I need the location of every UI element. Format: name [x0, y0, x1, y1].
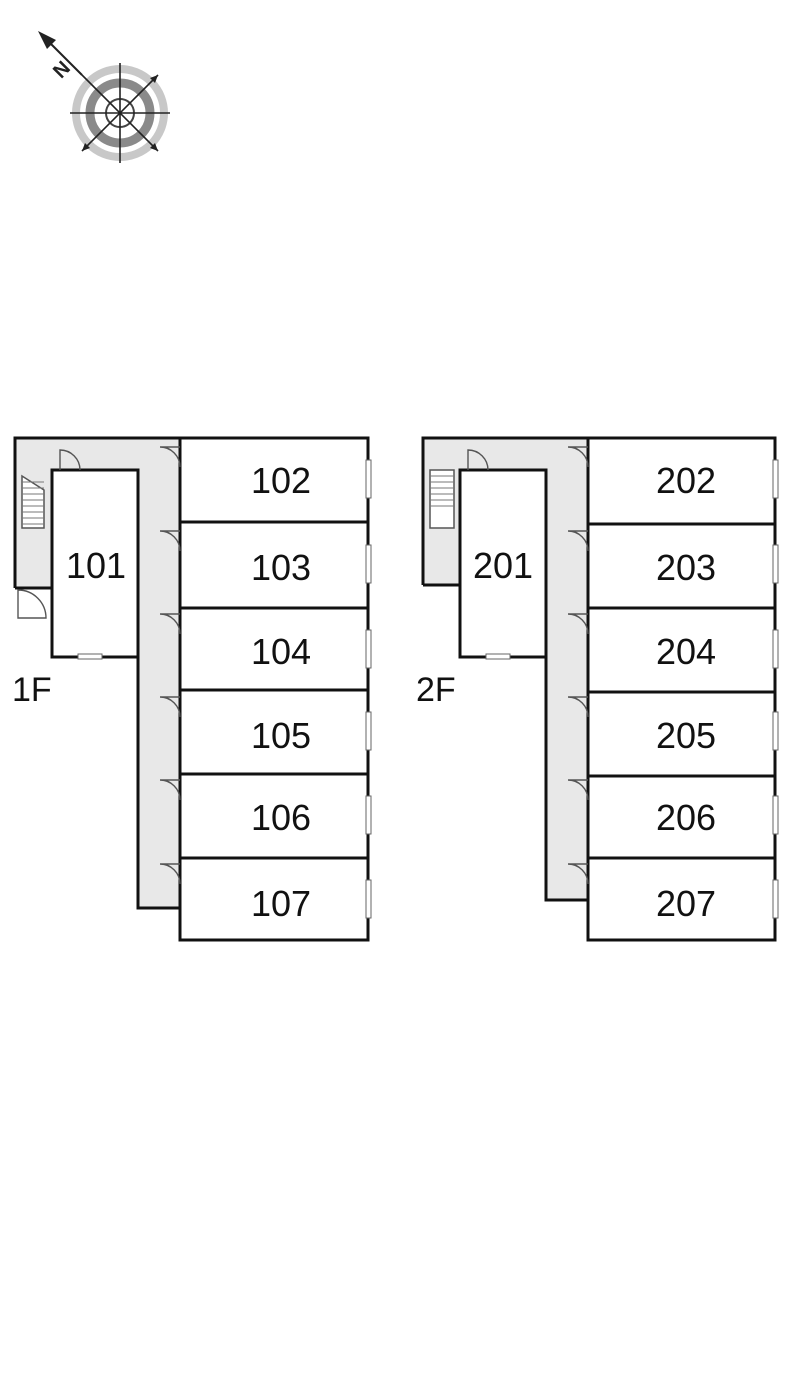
door-icon	[159, 613, 181, 635]
unit-107	[178, 856, 370, 942]
unit-label: 106	[251, 797, 311, 838]
unit-103	[178, 520, 370, 610]
north-arrow-icon	[38, 31, 56, 49]
door-icon	[567, 779, 589, 801]
unit-105	[178, 688, 370, 776]
north-letter: N	[49, 57, 75, 83]
door-icon	[567, 530, 589, 552]
window-icon	[772, 629, 779, 669]
window-icon	[365, 459, 372, 499]
floor-label: 2F	[416, 671, 456, 709]
unit-label: 203	[656, 547, 716, 588]
window-icon	[772, 711, 779, 751]
unit-label: 206	[656, 797, 716, 838]
door-icon	[567, 446, 589, 468]
unit-205	[586, 690, 777, 778]
door-icon	[159, 863, 181, 885]
floor-2f: 201 202 203 204 205 206 207 2F	[416, 436, 779, 942]
unit-label: 207	[656, 883, 716, 924]
door-icon	[159, 530, 181, 552]
window-icon	[365, 544, 372, 584]
unit-label: 205	[656, 715, 716, 756]
unit-label: 107	[251, 883, 311, 924]
window-icon	[772, 544, 779, 584]
entrance-door-icon	[17, 589, 47, 619]
window-icon	[365, 629, 372, 669]
window-icon	[365, 711, 372, 751]
unit-label: 101	[66, 545, 126, 586]
door-icon	[567, 696, 589, 718]
staircase-icon	[429, 469, 455, 529]
unit-label: 202	[656, 460, 716, 501]
unit-201	[458, 468, 548, 659]
unit-204	[586, 606, 777, 694]
unit-203	[586, 522, 777, 610]
unit-label: 103	[251, 547, 311, 588]
door-icon	[159, 446, 181, 468]
unit-102	[178, 436, 370, 524]
unit-label: 105	[251, 715, 311, 756]
unit-207	[586, 856, 777, 942]
door-icon	[159, 779, 181, 801]
window-icon	[365, 879, 372, 919]
window-icon	[772, 879, 779, 919]
window-icon	[365, 795, 372, 835]
door-icon	[59, 449, 81, 471]
window-icon	[485, 653, 511, 660]
unit-label: 104	[251, 631, 311, 672]
door-icon	[467, 449, 489, 471]
window-icon	[772, 459, 779, 499]
window-icon	[772, 795, 779, 835]
compass-rose-icon: N	[38, 31, 170, 163]
unit-label: 102	[251, 460, 311, 501]
unit-206	[586, 774, 777, 860]
unit-202	[586, 436, 777, 526]
floor-1f: 101 102 103 104 105 106 107 1F	[12, 436, 372, 942]
staircase-icon	[21, 474, 45, 529]
unit-label: 201	[473, 545, 533, 586]
unit-106	[178, 772, 370, 860]
door-icon	[567, 863, 589, 885]
door-icon	[159, 696, 181, 718]
window-icon	[77, 653, 103, 660]
floor-label: 1F	[12, 671, 52, 709]
unit-label: 204	[656, 631, 716, 672]
door-icon	[567, 613, 589, 635]
